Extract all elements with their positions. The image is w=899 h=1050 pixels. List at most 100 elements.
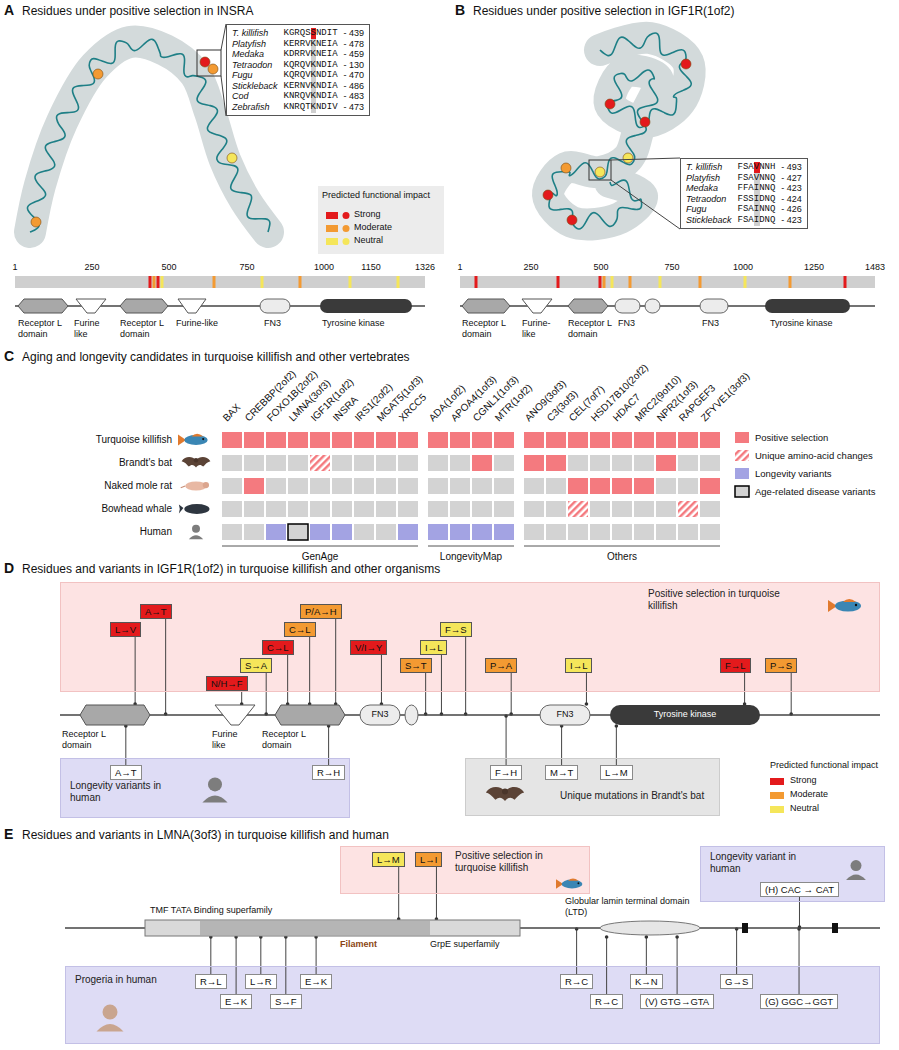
grid-cell: [494, 501, 514, 517]
grid-cell: [244, 432, 264, 448]
legend-swatch: [770, 792, 784, 799]
selected-residue-box: I→L: [565, 658, 592, 673]
sequence-bar: [460, 276, 875, 288]
position-number: - 478: [344, 39, 365, 50]
species-label: Brandt's bat: [119, 457, 172, 469]
site-mark: [161, 276, 164, 288]
kinase-domain: [765, 299, 850, 313]
grid-cell: [222, 501, 242, 517]
domain-label: Receptor L domain: [568, 318, 618, 340]
legend-title: Predicted functional impact: [322, 190, 430, 201]
legend-text: Moderate: [354, 222, 392, 233]
selected-residue-sphere: [543, 190, 553, 200]
site-mark: [157, 276, 160, 288]
legend-swatch: [735, 432, 749, 443]
grid-cell: [398, 432, 418, 448]
grid-cell: [524, 524, 544, 540]
selected-residue-sphere: [595, 167, 605, 177]
grid-cell: [568, 501, 588, 517]
group-rule: [524, 546, 720, 547]
leader-line: [586, 673, 587, 704]
grid-cell: [634, 501, 654, 517]
grid-cell: [266, 501, 286, 517]
site-mark: [844, 276, 847, 288]
residue-change: C→L: [267, 642, 289, 653]
legend-swatch: [326, 238, 338, 245]
leader-line: [436, 867, 437, 919]
leader-dot: [615, 724, 619, 728]
legend-swatch: [735, 486, 749, 497]
panel-letter: A: [4, 2, 14, 19]
grid-cell: [546, 478, 566, 494]
grid-cell: [244, 524, 264, 540]
residue-change: I→L: [570, 660, 587, 671]
grid-cell: [656, 432, 676, 448]
position-number: - 423: [781, 183, 802, 194]
grid-cell: [288, 455, 308, 471]
residue-change: F→H: [495, 767, 517, 778]
variant-box: G→S: [720, 974, 753, 989]
variant-box: L→R: [245, 974, 277, 989]
leader-line: [646, 937, 647, 974]
mole-rat-icon: [181, 482, 209, 491]
selected-residue-box: P→A: [485, 658, 517, 673]
site-mark: [213, 276, 216, 288]
region-fill: [465, 758, 720, 816]
grid-cell: [524, 432, 544, 448]
grid-cell: [310, 524, 330, 540]
furin-domain: [178, 299, 206, 313]
group-rule: [428, 546, 514, 547]
selected-residue-box: A→T: [140, 604, 172, 619]
receptor-domain: [275, 705, 345, 725]
selected-residue-box: V/I→Y: [350, 640, 387, 655]
site-mark: [789, 276, 792, 288]
leader-line: [616, 726, 617, 765]
panel-title: Residues and variants in LMNA(3of3) in t…: [22, 828, 389, 842]
position-number: - 486: [344, 81, 365, 92]
grid-cell: [568, 478, 588, 494]
grid-cell: [222, 478, 242, 494]
leader-line: [381, 655, 382, 704]
region-caption: Longevity variant in human: [710, 851, 805, 875]
selected-residue-box: C→L: [262, 640, 294, 655]
position-number: - 470: [344, 70, 365, 81]
domain-label: Furine-like: [176, 318, 222, 329]
furin-domain: [522, 299, 552, 313]
residue-change: A→T: [115, 767, 137, 778]
legend-text: Strong: [354, 209, 381, 220]
leader-dot: [585, 702, 589, 706]
grid-cell: [678, 432, 698, 448]
leader-line: [744, 673, 745, 704]
grid-cell: [524, 455, 544, 471]
selected-residue-box: S→T: [400, 658, 432, 673]
grid-cell: [376, 478, 396, 494]
selected-residue-sphere: [567, 215, 577, 225]
axis-tick: 250: [84, 262, 99, 273]
site-mark: [149, 276, 152, 288]
domain-label: Globular lamin terminal domain (LTD): [565, 896, 690, 918]
receptor-domain: [80, 705, 150, 725]
residue-change: (H) CAC → CAT: [765, 884, 834, 895]
human-portrait: [189, 525, 203, 539]
killifish-icon: [828, 599, 861, 612]
receptor-domain: [120, 299, 168, 313]
killifish-icon: [178, 434, 208, 446]
axis-tick: 250: [523, 262, 538, 273]
grid-cell: [524, 478, 544, 494]
variant-box: M→T: [545, 765, 578, 780]
position-number: - 459: [344, 49, 365, 60]
legend-text: Strong: [790, 775, 817, 786]
legend-text: Unique amino-acid changes: [755, 450, 873, 461]
residue-change: M→T: [550, 767, 573, 778]
furin-domain: [76, 299, 106, 313]
selected-residue-box: L→I: [415, 852, 442, 867]
whale-icon: [179, 504, 210, 514]
variant-box: E→K: [220, 994, 252, 1009]
grid-cell: [656, 478, 676, 494]
legend-swatch: [326, 225, 338, 232]
site-mark: [397, 276, 400, 288]
species-name: Platyfish: [232, 39, 278, 50]
leader-line: [465, 637, 466, 714]
selected-residue-sphere: [640, 117, 650, 127]
grid-cell: [590, 524, 610, 540]
